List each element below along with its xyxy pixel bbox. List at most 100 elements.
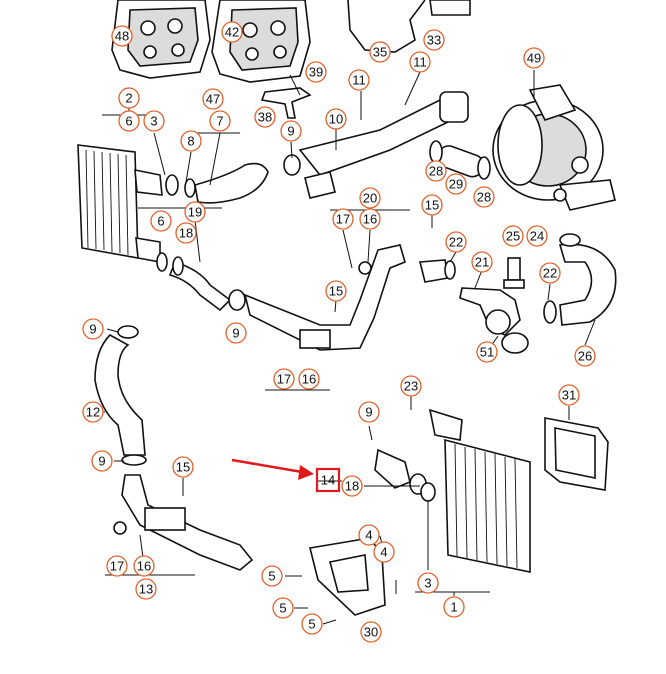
callout-circle xyxy=(172,456,194,478)
pipe-20 xyxy=(243,244,406,351)
callout-circle xyxy=(280,120,302,142)
callout-label: 26 xyxy=(578,349,592,364)
callout-label: 11 xyxy=(413,55,427,70)
callout-circle xyxy=(150,210,172,232)
part-callout-22: 22 xyxy=(445,231,467,253)
callout-circle xyxy=(202,88,224,110)
part-callout-28: 28 xyxy=(473,186,495,208)
callout-circle xyxy=(369,41,391,63)
callout-label: 2 xyxy=(125,91,132,106)
callout-circle xyxy=(221,21,243,43)
callout-circle xyxy=(425,160,447,182)
part-callout-15: 15 xyxy=(421,194,443,216)
hose-7 xyxy=(165,154,301,204)
part-callout-11: 11 xyxy=(409,51,431,73)
callout-circle xyxy=(523,47,545,69)
callout-label: 12 xyxy=(86,405,100,420)
callout-label: 10 xyxy=(329,112,343,127)
part-callout-47: 47 xyxy=(202,88,224,110)
callout-circle xyxy=(348,69,370,91)
part-callout-51: 51 xyxy=(476,341,498,363)
intercooler-lower xyxy=(428,408,531,573)
part-callout-15: 15 xyxy=(325,280,347,302)
callout-circle xyxy=(184,201,206,223)
callout-circle xyxy=(325,108,347,130)
part-callout-5: 5 xyxy=(272,597,294,619)
part-callout-12: 12 xyxy=(82,401,104,423)
callout-label: 5 xyxy=(268,569,275,584)
callout-circle xyxy=(473,186,495,208)
part-callout-9: 9 xyxy=(225,322,247,344)
callout-label: 29 xyxy=(449,177,463,192)
callout-label: 25 xyxy=(506,229,520,244)
callout-label: 8 xyxy=(187,134,194,149)
callout-label: 17 xyxy=(336,212,350,227)
part-callout-20: 20 xyxy=(359,187,381,209)
part-callout-35: 35 xyxy=(369,41,391,63)
callout-circle xyxy=(409,51,431,73)
part-callout-17: 17 xyxy=(106,555,128,577)
intake-manifold-left xyxy=(111,0,211,79)
pipe-13 xyxy=(113,474,254,571)
air-duct-31 xyxy=(544,417,609,491)
callout-circle xyxy=(558,384,580,406)
callout-circle xyxy=(325,280,347,302)
callout-circle xyxy=(502,225,524,247)
callout-label: 4 xyxy=(380,545,387,560)
callout-circle xyxy=(305,61,327,83)
callout-label: 28 xyxy=(429,164,443,179)
callout-circle xyxy=(445,231,467,253)
hose-12 xyxy=(94,325,147,466)
part-callout-9: 9 xyxy=(91,450,113,472)
callout-label: 18 xyxy=(345,479,359,494)
part-callout-16: 16 xyxy=(298,368,320,390)
part-callout-30: 30 xyxy=(360,621,382,643)
callout-circle xyxy=(135,578,157,600)
part-callout-25: 25 xyxy=(502,225,524,247)
part-callout-26: 26 xyxy=(574,345,596,367)
part-callout-22: 22 xyxy=(539,262,561,284)
part-callout-31: 31 xyxy=(558,384,580,406)
part-callout-6: 6 xyxy=(118,110,140,132)
part-callout-4: 4 xyxy=(358,524,380,546)
callout-circle xyxy=(273,368,295,390)
part-callout-29: 29 xyxy=(445,173,467,195)
callout-label: 22 xyxy=(543,266,557,281)
part-callout-18: 18 xyxy=(175,222,197,244)
callout-circle xyxy=(118,87,140,109)
part-callout-33: 33 xyxy=(423,29,445,51)
callout-label: 6 xyxy=(125,114,132,129)
callout-circle xyxy=(82,401,104,423)
part-callout-9: 9 xyxy=(280,120,302,142)
callout-label: 20 xyxy=(363,191,377,206)
callout-circle xyxy=(358,401,380,423)
callout-circle xyxy=(261,565,283,587)
callout-label: 6 xyxy=(157,214,164,229)
callout-label: 9 xyxy=(287,124,294,139)
callout-label: 14 xyxy=(321,473,335,488)
hose-28-29 xyxy=(429,140,491,180)
callout-circle xyxy=(298,368,320,390)
part-callout-4: 4 xyxy=(373,541,395,563)
callout-label: 23 xyxy=(404,379,418,394)
part-callout-38: 38 xyxy=(254,106,276,128)
callout-label: 11 xyxy=(352,73,366,88)
callout-label: 28 xyxy=(477,190,491,205)
callout-circle xyxy=(143,110,165,132)
callout-label: 30 xyxy=(364,625,378,640)
part-callout-11: 11 xyxy=(348,69,370,91)
callout-circle xyxy=(471,251,493,273)
part-callout-10: 10 xyxy=(325,108,347,130)
callout-circle xyxy=(91,450,113,472)
part-callout-6: 6 xyxy=(150,210,172,232)
part-callout-13: 13 xyxy=(135,578,157,600)
hose-14 xyxy=(374,448,436,502)
callout-label: 9 xyxy=(232,326,239,341)
callout-circle xyxy=(332,208,354,230)
callout-circle xyxy=(301,613,323,635)
callout-circle xyxy=(445,173,467,195)
callout-circle xyxy=(400,375,422,397)
callout-circle xyxy=(359,187,381,209)
